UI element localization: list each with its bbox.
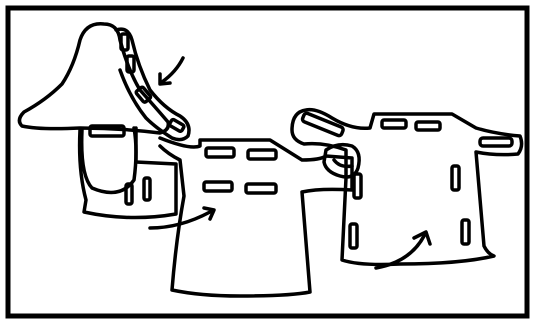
panel-slot: [416, 122, 440, 130]
panel-slot: [206, 148, 234, 157]
fabric-panel-icon: [150, 138, 352, 296]
panel-slot: [204, 182, 232, 191]
brim-slot: [90, 126, 124, 136]
panel-slot: [246, 184, 276, 193]
right-panel-outline: [292, 110, 522, 265]
back-panel-slot: [144, 178, 150, 200]
panel-slot: [452, 166, 459, 190]
panel-slot: [350, 224, 357, 248]
arrow-icon: [162, 58, 183, 82]
panel-slot: [382, 120, 406, 128]
panel-slot: [248, 150, 276, 159]
connector-fold: [334, 160, 352, 166]
panel-slot: [354, 174, 361, 198]
strap-slot: [169, 119, 185, 132]
panel-slot: [480, 138, 512, 146]
panel-slot: [462, 220, 469, 244]
outer-frame: [8, 8, 527, 316]
panel-slot: [302, 112, 344, 136]
hat-icon: [19, 24, 189, 218]
strap-slot: [121, 34, 128, 50]
